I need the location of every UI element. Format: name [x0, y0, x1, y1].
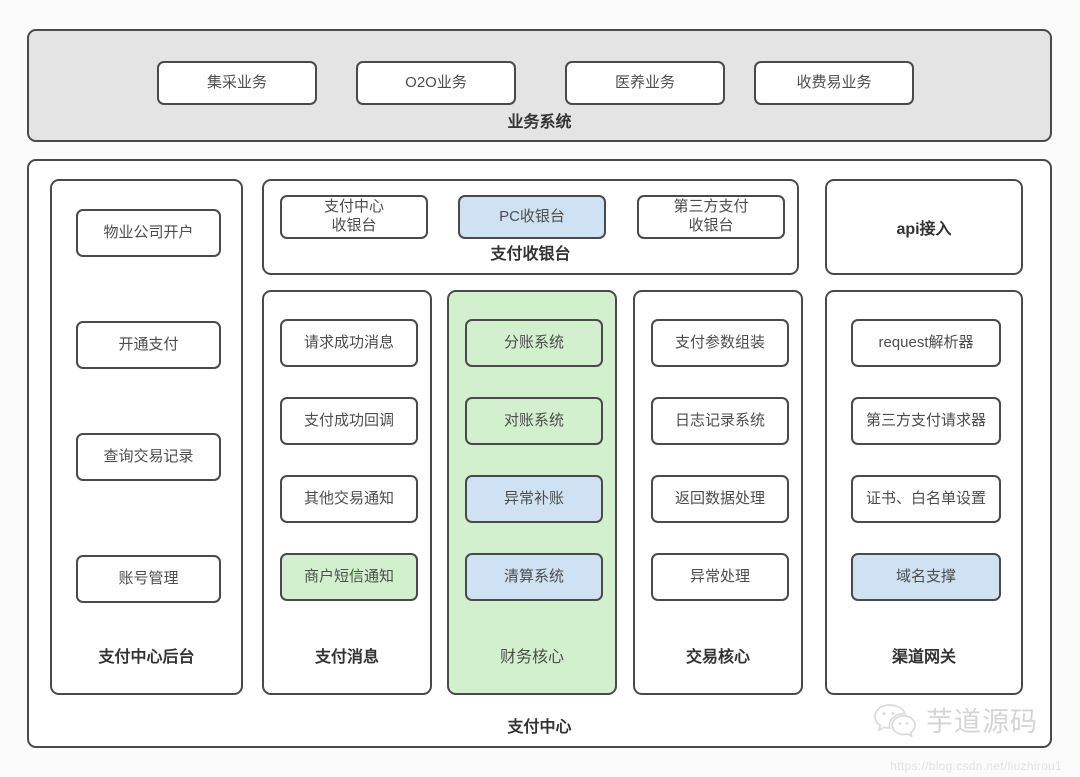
- cashier-panel: 支付中心 收银台 PC收银台 第三方支付 收银台 支付收银台: [262, 179, 799, 275]
- payment-backend-title: 支付中心后台: [98, 649, 195, 666]
- cashier-item-pc[interactable]: PC收银台: [458, 195, 606, 239]
- payment-message-title: 支付消息: [314, 649, 379, 666]
- business-item-shoufeiyi[interactable]: 收费易业务: [754, 61, 914, 105]
- trade-item-exception-handling[interactable]: 异常处理: [651, 553, 789, 601]
- gateway-item-third-party-requester[interactable]: 第三方支付请求器: [851, 397, 1001, 445]
- trade-core-column: 支付参数组装 日志记录系统 返回数据处理 异常处理 交易核心: [633, 290, 803, 695]
- trade-item-logging[interactable]: 日志记录系统: [651, 397, 789, 445]
- trade-core-title: 交易核心: [685, 649, 750, 666]
- gateway-item-request-parser[interactable]: request解析器: [851, 319, 1001, 367]
- finance-item-exception-adjust[interactable]: 异常补账: [465, 475, 603, 523]
- channel-gateway-title: 渠道网关: [891, 649, 956, 666]
- channel-gateway-column: request解析器 第三方支付请求器 证书、白名单设置 域名支撑 渠道网关: [825, 290, 1023, 695]
- backend-item-account-management[interactable]: 账号管理: [76, 555, 221, 603]
- finance-core-title: 财务核心: [499, 649, 564, 666]
- message-item-other-notice[interactable]: 其他交易通知: [280, 475, 418, 523]
- payment-backend-column: 物业公司开户 开通支付 查询交易记录 账号管理 支付中心后台: [50, 179, 243, 695]
- cashier-item-third-party[interactable]: 第三方支付 收银台: [637, 195, 785, 239]
- payment-center-panel: 物业公司开户 开通支付 查询交易记录 账号管理 支付中心后台 支付中心 收银台 …: [27, 159, 1052, 748]
- backend-item-query-transactions[interactable]: 查询交易记录: [76, 433, 221, 481]
- business-system-panel: 集采业务 O2O业务 医养业务 收费易业务 业务系统: [27, 29, 1052, 142]
- finance-core-column: 分账系统 对账系统 异常补账 清算系统 财务核心: [447, 290, 617, 695]
- payment-center-title: 支付中心: [507, 719, 572, 736]
- message-item-payment-callback[interactable]: 支付成功回调: [280, 397, 418, 445]
- cashier-panel-title: 支付收银台: [490, 246, 571, 263]
- finance-item-reconciliation[interactable]: 对账系统: [465, 397, 603, 445]
- gateway-item-cert-whitelist[interactable]: 证书、白名单设置: [851, 475, 1001, 523]
- source-url: https://blog.csdn.net/liuzhirou1: [890, 759, 1062, 773]
- business-item-yiyang[interactable]: 医养业务: [565, 61, 725, 105]
- business-item-o2o[interactable]: O2O业务: [356, 61, 516, 105]
- payment-message-column: 请求成功消息 支付成功回调 其他交易通知 商户短信通知 支付消息: [262, 290, 432, 695]
- message-item-request-success[interactable]: 请求成功消息: [280, 319, 418, 367]
- finance-item-settlement[interactable]: 清算系统: [465, 553, 603, 601]
- trade-item-param-assembly[interactable]: 支付参数组装: [651, 319, 789, 367]
- cashier-item-payment-center[interactable]: 支付中心 收银台: [280, 195, 428, 239]
- finance-item-split-account[interactable]: 分账系统: [465, 319, 603, 367]
- backend-item-enable-payment[interactable]: 开通支付: [76, 321, 221, 369]
- gateway-item-domain-support[interactable]: 域名支撑: [851, 553, 1001, 601]
- backend-item-open-account[interactable]: 物业公司开户: [76, 209, 221, 257]
- business-item-jicai[interactable]: 集采业务: [157, 61, 317, 105]
- message-item-merchant-sms[interactable]: 商户短信通知: [280, 553, 418, 601]
- api-access-panel[interactable]: api接入: [825, 179, 1023, 275]
- trade-item-response-handling[interactable]: 返回数据处理: [651, 475, 789, 523]
- business-system-title: 业务系统: [507, 114, 572, 131]
